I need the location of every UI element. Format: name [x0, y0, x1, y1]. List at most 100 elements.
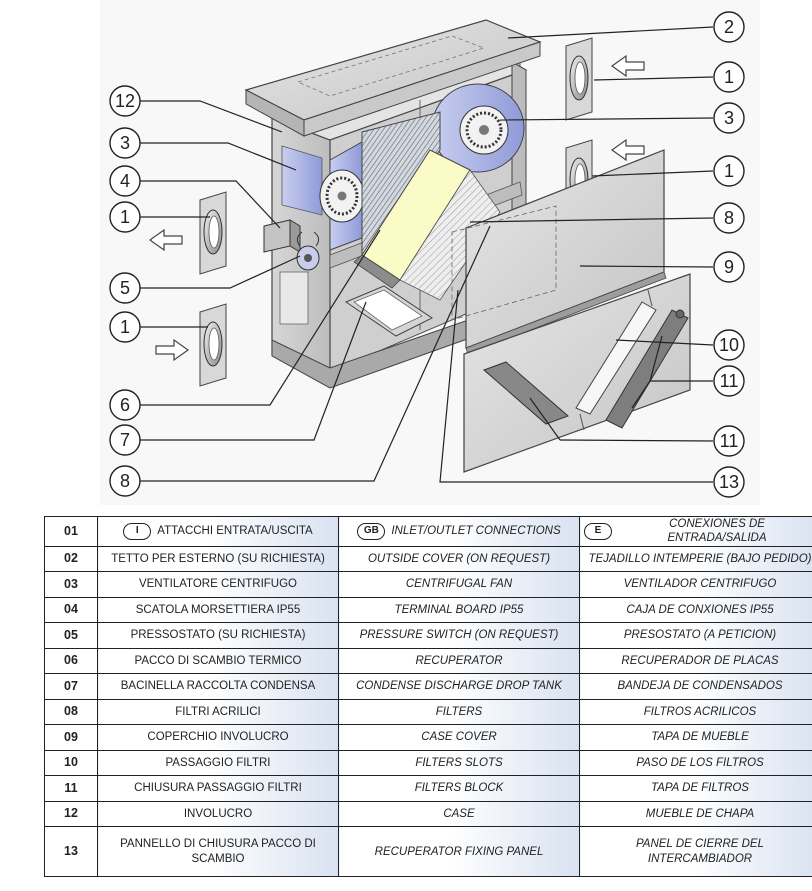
legend-text: FILTRI ACRILICI: [175, 705, 261, 718]
exploded-unit-diagram: 2 1 3 1 8 9 10 11 11 13 12 3 4 1 5 1 6 7…: [109, 11, 745, 498]
callout-5: 5: [109, 272, 141, 304]
connection-flange-left-upper: [199, 191, 227, 275]
legend-text: CASE: [443, 807, 475, 820]
leader-lines: [140, 26, 714, 483]
svg-text:13: 13: [719, 472, 739, 492]
callout-1-left-upper: 1: [109, 201, 141, 233]
callout-3-left: 3: [109, 127, 141, 159]
legend-it-description: VENTILATORE CENTRIFUGO: [97, 571, 339, 598]
legend-code: 03: [44, 571, 98, 598]
legend-gb-description: TERMINAL BOARD IP55: [338, 596, 580, 624]
legend-code: 09: [44, 724, 98, 751]
legend-text: BACINELLA RACCOLTA CONDENSA: [120, 680, 316, 693]
legend-text: CONEXIONES DE ENTRADA/SALIDA: [667, 518, 767, 545]
callout-1-left-lower: 1: [109, 311, 141, 343]
svg-text:7: 7: [120, 430, 130, 450]
legend-code: 06: [44, 647, 98, 675]
svg-text:4: 4: [120, 171, 130, 191]
legend-text: CONDENSE DISCHARGE DROP TANK: [356, 680, 562, 693]
legend-text: PANEL DE CIERRE DEL INTERCAMBIADOR: [635, 838, 765, 865]
legend-text: OUTSIDE COVER (ON REQUEST): [367, 552, 551, 565]
legend-es-description: TAPA DE FILTROS: [579, 775, 812, 802]
callout-12: 12: [109, 85, 141, 117]
legend-text: BANDEJA DE CONDENSADOS: [617, 680, 783, 693]
callout-4: 4: [109, 165, 141, 197]
arrow-out-left-icon: [148, 228, 183, 252]
legend-it-description: PANNELLO DI CHIUSURA PACCO DI SCAMBIO: [97, 826, 339, 878]
svg-text:9: 9: [724, 257, 734, 277]
legend-code: 11: [44, 775, 98, 802]
legend-it-description: PACCO DI SCAMBIO TERMICO: [97, 647, 339, 675]
legend-it-description: TETTO PER ESTERNO (SU RICHIESTA): [97, 545, 339, 573]
legend-text: SCATOLA MORSETTIERA IP55: [135, 603, 301, 616]
svg-text:11: 11: [720, 371, 739, 391]
legend-text: PACCO DI SCAMBIO TERMICO: [134, 654, 302, 667]
svg-text:5: 5: [120, 278, 130, 298]
filter-slot: [575, 289, 657, 431]
legend-text: FILTERS SLOTS: [415, 756, 503, 769]
legend-code: 10: [44, 749, 98, 777]
centrifugal-fan-lower: [319, 141, 365, 251]
legend-text: PANNELLO DI CHIUSURA PACCO DI SCAMBIO: [120, 838, 316, 865]
legend-text: FILTERS: [435, 705, 483, 718]
legend-text: PRESSOSTATO (SU RICHIESTA): [130, 629, 306, 642]
legend-it-description: CHIUSURA PASSAGGIO FILTRI: [97, 775, 339, 802]
callout-11-upper: 11: [713, 365, 745, 397]
legend-code: 12: [44, 800, 98, 828]
centrifugal-fan-upper: [431, 83, 525, 173]
legend-text: CASE COVER: [421, 731, 497, 744]
svg-text:1: 1: [120, 317, 130, 337]
language-it-badge: I: [123, 522, 152, 540]
callout-1-right-lower: 1: [713, 155, 745, 187]
callout-13: 13: [713, 466, 745, 498]
legend-it-description: INVOLUCRO: [97, 800, 339, 828]
legend-text: PASO DE LOS FILTROS: [636, 756, 764, 769]
legend-gb-description: OUTSIDE COVER (ON REQUEST): [338, 545, 580, 573]
legend-text: FILTERS BLOCK: [414, 782, 504, 795]
legend-text: CHIUSURA PASSAGGIO FILTRI: [134, 782, 302, 795]
legend-es-description: BANDEJA DE CONDENSADOS: [579, 673, 812, 700]
legend-es-description: PASO DE LOS FILTROS: [579, 749, 812, 777]
legend-text: VENTILATORE CENTRIFUGO: [138, 578, 298, 591]
arrow-in-left-icon: [155, 338, 190, 362]
legend-text: RECUPERATOR FIXING PANEL: [374, 845, 544, 858]
legend-it-description: COPERCHIO INVOLUCRO: [97, 724, 339, 751]
svg-text:11: 11: [720, 431, 739, 451]
legend-gb-description: CASE COVER: [338, 724, 580, 751]
filter-block: [605, 309, 689, 429]
outside-cover: [244, 19, 542, 137]
legend-gb-description: FILTERS: [338, 698, 580, 726]
legend-es-description: PANEL DE CIERRE DEL INTERCAMBIADOR: [579, 826, 812, 878]
legend-text: TAPA DE FILTROS: [651, 782, 749, 795]
callout-10: 10: [713, 329, 745, 361]
legend-es-description: RECUPERADOR DE PLACAS: [579, 647, 812, 675]
legend-es-description: PRESOSTATO (A PETICION): [579, 622, 812, 649]
callout-7: 7: [109, 424, 141, 456]
legend-it-description: BACINELLA RACCOLTA CONDENSA: [97, 673, 339, 700]
legend-code: 13: [44, 826, 98, 878]
legend-code: 01: [44, 516, 98, 547]
legend-gb-description: CASE: [338, 800, 580, 828]
svg-text:3: 3: [120, 133, 130, 153]
callout-9: 9: [713, 251, 745, 283]
legend-text: CAJA DE CONXIONES IP55: [626, 603, 774, 616]
legend-es-description: MUEBLE DE CHAPA: [579, 800, 812, 828]
airflow-arrows: [148, 54, 645, 362]
legend-text: RECUPERADOR DE PLACAS: [621, 654, 779, 667]
svg-text:6: 6: [120, 395, 130, 415]
legend-es-description: FILTROS ACRILICOS: [579, 698, 812, 726]
legend-text: FILTROS ACRILICOS: [643, 705, 757, 718]
